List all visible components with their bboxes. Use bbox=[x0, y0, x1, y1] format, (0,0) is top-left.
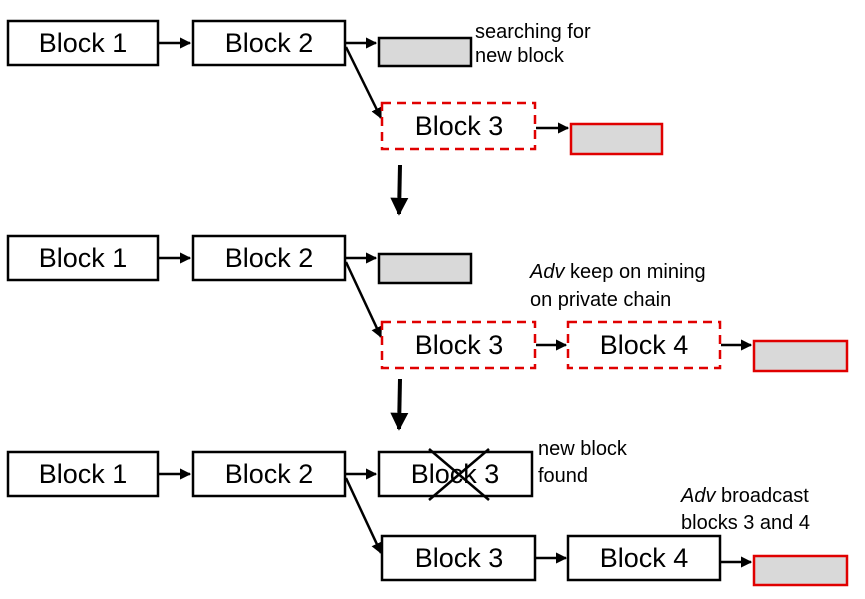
block-1-label: Block 1 bbox=[39, 243, 128, 273]
stage-3: Block 1 Block 2 Block 3 new block found … bbox=[6, 438, 849, 587]
block-1-box bbox=[6, 450, 160, 498]
published-block-4-label: Block 4 bbox=[600, 543, 689, 573]
stage-1: Block 1 Block 2 searching for new block … bbox=[6, 19, 664, 156]
block-2-box bbox=[191, 234, 347, 282]
private-block-3-label: Block 3 bbox=[415, 111, 504, 141]
pending-block-private bbox=[752, 554, 849, 587]
private-block-3-box bbox=[380, 320, 537, 370]
honest-block-3-label: Block 3 bbox=[411, 459, 500, 489]
block-1-box bbox=[6, 19, 160, 67]
private-block-3-label: Block 3 bbox=[415, 330, 504, 360]
new-block-found-note: new block found bbox=[538, 438, 633, 487]
adv-broadcast-note: Adv broadcast blocks 3 and 4 bbox=[680, 485, 814, 534]
private-block-3-box bbox=[380, 101, 537, 151]
stage-2: Block 1 Block 2 Adv keep on mining on pr… bbox=[6, 234, 849, 373]
block-1-box bbox=[6, 234, 160, 282]
block-2-label: Block 2 bbox=[225, 459, 314, 489]
block-1-label: Block 1 bbox=[39, 28, 128, 58]
searching-note: searching for new block bbox=[475, 21, 596, 67]
transition-arrow-1 bbox=[390, 164, 409, 216]
pending-block-private bbox=[569, 122, 664, 156]
published-block-4-box bbox=[566, 534, 722, 582]
published-block-3-box bbox=[380, 534, 537, 582]
arrow-b2-private-b3 bbox=[344, 46, 383, 120]
pending-block-honest bbox=[377, 252, 473, 285]
pending-block-honest bbox=[377, 36, 473, 68]
private-block-4-label: Block 4 bbox=[600, 330, 689, 360]
pending-block-private bbox=[752, 339, 849, 373]
published-block-3-label: Block 3 bbox=[415, 543, 504, 573]
transition-arrow-2 bbox=[390, 378, 409, 431]
private-block-4-box bbox=[566, 320, 722, 370]
block-2-label: Block 2 bbox=[225, 28, 314, 58]
cross-out-mark bbox=[428, 448, 490, 501]
adv-mining-note: Adv keep on mining on private chain bbox=[529, 261, 711, 311]
block-2-box bbox=[191, 19, 347, 67]
arrow-b2-private-b3 bbox=[344, 261, 383, 339]
block-2-label: Block 2 bbox=[225, 243, 314, 273]
arrow-b2-published-b3 bbox=[344, 477, 383, 555]
block-2-box bbox=[191, 450, 347, 498]
honest-block-3-box bbox=[377, 450, 534, 498]
block-1-label: Block 1 bbox=[39, 459, 128, 489]
